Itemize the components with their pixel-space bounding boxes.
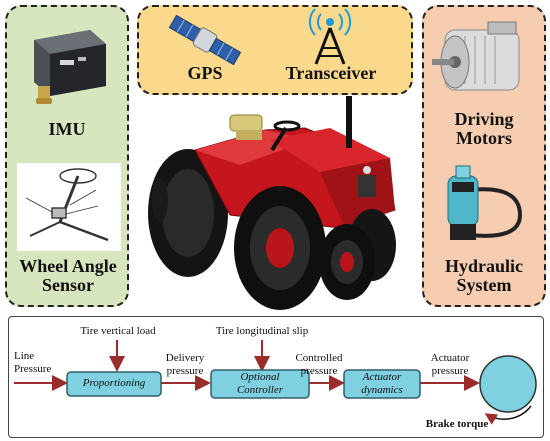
imu-icon	[34, 30, 106, 104]
optional-controller-line1: Optional	[240, 371, 280, 383]
proportioning-label: Proportioning	[82, 377, 146, 389]
wheel-angle-sensor-label: Wheel Angle Sensor	[19, 256, 117, 296]
satellite-icon	[168, 14, 242, 66]
brake-torque-arrow	[484, 405, 532, 425]
antenna-tower-icon	[308, 8, 352, 65]
hydraulic-system-label: Hydraulic System	[444, 256, 523, 296]
imu-label: IMU	[48, 119, 86, 139]
hydraulic-tool-icon	[447, 165, 523, 240]
tire-longitudinal-slip-label: Tire longitudinal slip	[215, 325, 309, 337]
brake-disc	[479, 355, 537, 413]
delivery-pressure-label: Delivery pressure	[160, 352, 210, 377]
line-pressure-label: Line Pressure	[14, 350, 54, 375]
actuator-dynamics-block	[343, 369, 421, 399]
optional-controller-block	[210, 369, 310, 399]
actuator-line1: Actuator	[430, 352, 470, 364]
actuator-dynamics-label: Actuator dynamics	[344, 371, 420, 396]
actuator-pressure-label: Actuator pressure	[422, 352, 478, 377]
brake-torque-label: Brake torque	[425, 418, 489, 430]
tire-vertical-load-label: Tire vertical load	[80, 325, 156, 337]
actuator-dynamics-line2: dynamics	[361, 383, 403, 396]
controlled-line1: Controlled	[295, 352, 343, 364]
optional-controller-line2: Controller	[236, 383, 284, 396]
optional-controller-label: Optional Controller	[211, 371, 309, 396]
brake-model-diagram	[14, 340, 537, 425]
actuator-line2: pressure	[431, 364, 469, 377]
actuator-dynamics-line1: Actuator	[362, 371, 402, 383]
gps-label: GPS	[187, 63, 223, 83]
motor-icon	[432, 21, 520, 91]
proportioning-block	[66, 371, 162, 397]
driving-motors-label: Driving Motors	[454, 109, 514, 149]
tractor-illustration	[148, 96, 396, 310]
controlled-pressure-label: Controlled pressure	[288, 352, 350, 377]
delivery-line1: Delivery	[165, 352, 205, 364]
delivery-line2: pressure	[166, 364, 204, 377]
transceiver-label: Transceiver	[285, 63, 377, 83]
line-pressure-line1: Line	[14, 350, 35, 362]
steering-sensor-icon	[17, 163, 121, 251]
line-pressure-line2: Pressure	[14, 362, 52, 375]
controlled-line2: pressure	[300, 364, 338, 377]
